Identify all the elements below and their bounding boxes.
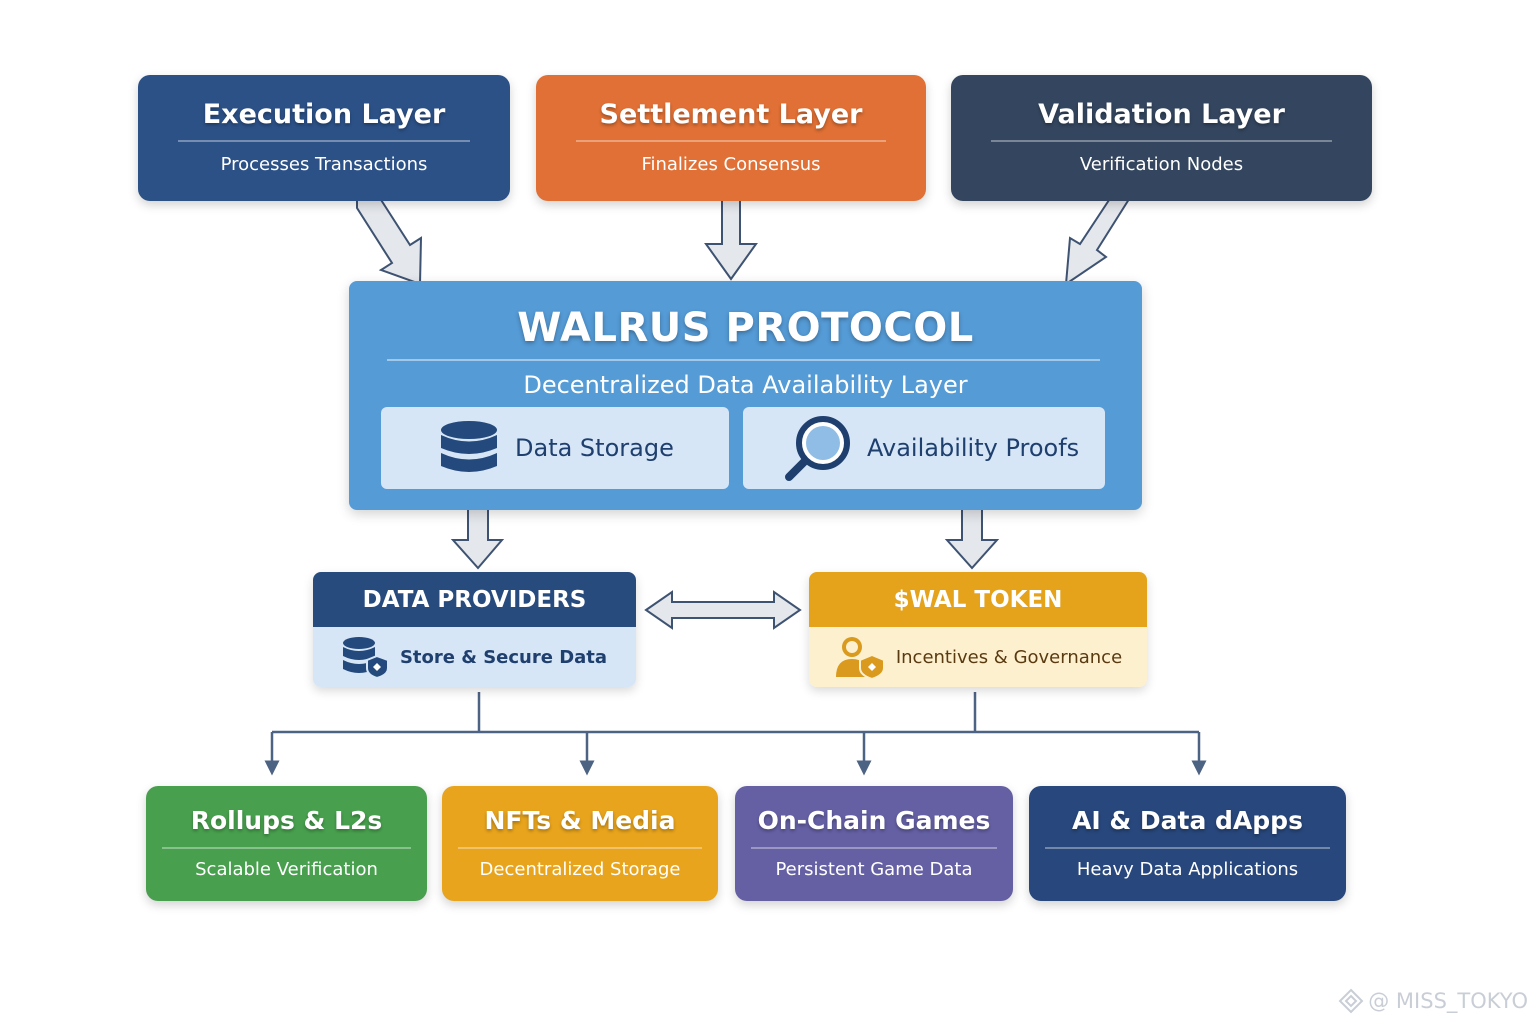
use-case-games: On-Chain Games Persistent Game Data: [735, 786, 1013, 901]
use-case-subtitle: Heavy Data Applications: [1076, 859, 1299, 880]
use-case-ai-dapps: AI & Data dApps Heavy Data Applications: [1029, 786, 1346, 901]
divider: [991, 140, 1332, 142]
use-case-subtitle: Decentralized Storage: [479, 859, 681, 880]
walrus-protocol-box: WALRUS PROTOCOL Decentralized Data Avail…: [349, 281, 1142, 510]
validation-layer-box: Validation Layer Verification Nodes: [951, 75, 1372, 201]
use-case-subtitle: Scalable Verification: [195, 859, 378, 880]
execution-layer-subtitle: Processes Transactions: [220, 154, 428, 175]
wal-token-body: Incentives & Governance: [809, 627, 1147, 687]
availability-proofs-label: Availability Proofs: [867, 434, 1080, 462]
data-providers-body: Store & Secure Data: [313, 627, 636, 687]
data-storage-label: Data Storage: [515, 434, 674, 462]
divider: [178, 140, 470, 142]
database-shield-icon: [342, 637, 389, 678]
database-icon: [441, 421, 497, 472]
data-providers-card: DATA PROVIDERS Store & Secure Data: [313, 572, 636, 687]
use-case-nfts: NFTs & Media Decentralized Storage: [442, 786, 718, 901]
validation-layer-title: Validation Layer: [1038, 99, 1285, 130]
execution-layer-title: Execution Layer: [202, 99, 446, 130]
user-shield-icon: [835, 637, 885, 679]
use-case-subtitle: Persistent Game Data: [775, 859, 973, 880]
divider: [576, 140, 886, 142]
arrow-validation-to-protocol: [1064, 192, 1133, 287]
divider: [162, 847, 411, 849]
watermark: @ MISS_TOKYO: [1338, 988, 1528, 1014]
arrow-bidirectional-providers-token: [644, 590, 802, 630]
use-case-title: AI & Data dApps: [1072, 806, 1303, 835]
divider: [1045, 847, 1330, 849]
data-storage-card: Data Storage: [381, 407, 729, 489]
wal-token-card: $WAL TOKEN Incentives & Governance: [809, 572, 1147, 687]
execution-layer-box: Execution Layer Processes Transactions: [138, 75, 510, 201]
validation-layer-subtitle: Verification Nodes: [1079, 154, 1244, 175]
data-providers-detail: Store & Secure Data: [399, 646, 608, 668]
use-case-title: NFTs & Media: [484, 806, 676, 835]
use-case-rollups: Rollups & L2s Scalable Verification: [146, 786, 427, 901]
tree-connectors: [264, 692, 1207, 776]
arrow-execution-to-protocol: [356, 190, 423, 286]
settlement-layer-subtitle: Finalizes Consensus: [641, 154, 821, 175]
protocol-subtitle: Decentralized Data Availability Layer: [523, 371, 968, 399]
arrow-protocol-to-providers: [450, 502, 505, 570]
data-providers-title: DATA PROVIDERS: [313, 572, 636, 627]
binance-logo-icon: [1338, 988, 1364, 1014]
availability-proofs-card: Availability Proofs: [743, 407, 1105, 489]
magnifier-icon: [785, 416, 850, 481]
wal-token-title: $WAL TOKEN: [809, 572, 1147, 627]
wal-token-detail: Incentives & Governance: [895, 646, 1123, 668]
protocol-title: WALRUS PROTOCOL: [517, 305, 974, 351]
arrow-settlement-to-protocol: [704, 193, 758, 281]
use-case-title: On-Chain Games: [757, 806, 991, 835]
use-case-title: Rollups & L2s: [190, 806, 383, 835]
divider: [751, 847, 997, 849]
divider: [387, 359, 1100, 361]
settlement-layer-title: Settlement Layer: [599, 99, 863, 130]
divider: [458, 847, 702, 849]
settlement-layer-box: Settlement Layer Finalizes Consensus: [536, 75, 926, 201]
arrow-protocol-to-token: [944, 502, 1000, 570]
watermark-text: @ MISS_TOKYO: [1368, 989, 1528, 1013]
